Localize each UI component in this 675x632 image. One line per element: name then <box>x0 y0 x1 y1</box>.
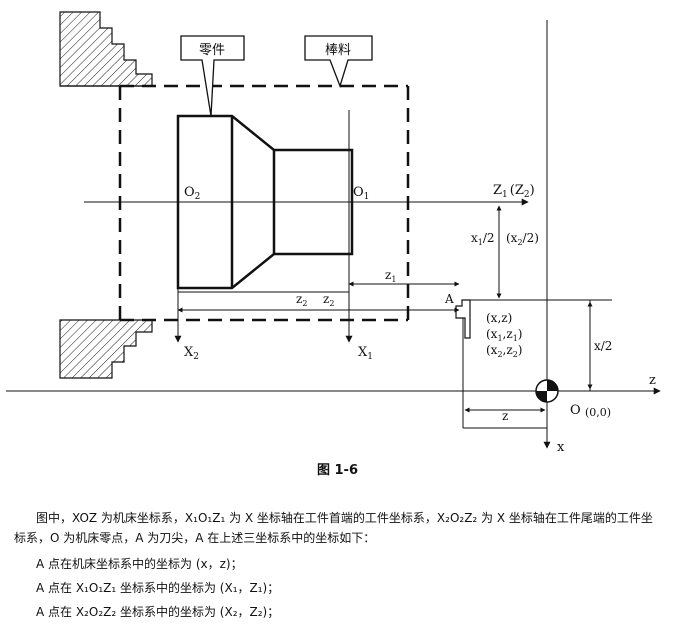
point-x2z2-coord: (x2,z2) <box>486 343 522 359</box>
machine-origin-label: O <box>570 403 581 418</box>
machine-z-label: z <box>649 373 656 388</box>
dimension-lines <box>177 205 593 413</box>
x2-axis-label: X2 <box>184 345 199 362</box>
o2-label: O2 <box>184 185 200 202</box>
callout-bar: 棒料 <box>304 35 373 88</box>
machine-origin-coord: (0,0) <box>585 406 611 419</box>
machine-x-label: x <box>557 440 565 455</box>
lower-chuck-jaw <box>59 319 153 379</box>
upper-chuck-jaw <box>59 11 153 87</box>
bar-label: 棒料 <box>325 43 351 58</box>
point-machine-coord: (x,z) <box>486 311 512 325</box>
x2-half-label: (x2/2) <box>506 231 539 247</box>
x-half-label: x/2 <box>594 339 612 353</box>
o1-label: O1 <box>353 185 369 202</box>
x1-axis-label: X1 <box>358 345 373 362</box>
coord-line-machine: A 点在机床坐标系中的坐标为 (x，z)； <box>36 557 243 571</box>
z1-dim-label: z1 <box>385 268 396 284</box>
z-dim-label: z <box>502 409 508 423</box>
callout-part: 零件 <box>180 35 245 117</box>
z2-dim-label-b: z2 <box>323 292 334 308</box>
tool-tip-label: A <box>444 292 454 306</box>
point-x1z1-coord: (x1,z1) <box>486 327 522 343</box>
figure-caption: 图 1-6 <box>316 463 358 478</box>
bar-stock-outline <box>118 84 410 322</box>
x1-half-label: x1/2 <box>471 231 495 247</box>
lathe-coordinate-diagram: 零件 棒料 O2 O1 Z1(Z2) x1/2 (x2/ <box>6 11 661 455</box>
part-label: 零件 <box>199 43 225 58</box>
machine-origin-icon <box>535 379 559 403</box>
coord-line-x1o1z1: A 点在 X₁O₁Z₁ 坐标系中的坐标为 (X₁，Z₁)； <box>36 581 280 595</box>
description-paragraph: 图中，XOZ 为机床坐标系，X₁O₁Z₁ 为 X 坐标轴在工件首端的工件坐标系，… <box>14 511 653 545</box>
z1-axis-label: Z1(Z2) <box>493 183 535 200</box>
tool-tip-icon <box>455 299 471 339</box>
z2-dim-label-a: z2 <box>296 292 307 308</box>
coord-line-x2o2z2: A 点在 X₂O₂Z₂ 坐标系中的坐标为 (X₂，Z₂)； <box>36 605 280 619</box>
